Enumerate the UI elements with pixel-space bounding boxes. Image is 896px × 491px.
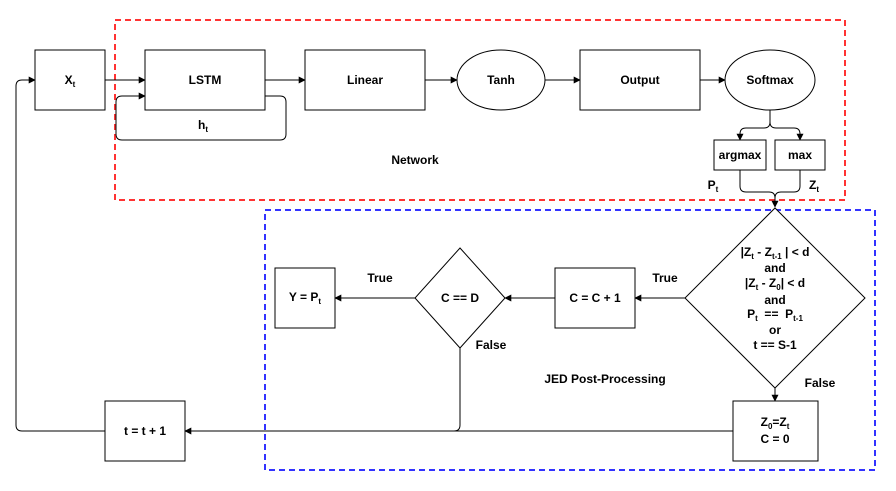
linear-node	[304, 49, 426, 111]
c-equals-d-label: C == D	[441, 291, 479, 305]
reset-node	[732, 400, 819, 462]
t-increment-node	[104, 400, 186, 462]
zt-label: Zt	[809, 178, 819, 194]
network-group-border	[114, 19, 846, 201]
cond-and-1: and	[764, 261, 785, 275]
argmax-label: argmax	[719, 148, 762, 162]
cond-line2: |Zt - Z0| < d	[745, 276, 805, 292]
reset-line1: Z0=Zt	[761, 415, 790, 431]
cond-line1: |Zt - Zt-1 | < d	[741, 245, 810, 261]
c-increment-node	[554, 267, 636, 329]
output-label: Output	[620, 73, 659, 87]
max-label: max	[788, 148, 812, 162]
cond-line3: Pt == Pt-1	[747, 307, 803, 323]
xt-node	[34, 49, 106, 111]
true-label-condition: True	[652, 271, 678, 285]
t-increment-label: t = t + 1	[124, 424, 166, 438]
pt-label: Pt	[708, 178, 719, 194]
xt-label: Xt	[65, 73, 76, 89]
edge-softmax-max	[769, 110, 804, 141]
cond-and-2: and	[764, 293, 785, 307]
false-label-condition: False	[805, 376, 836, 390]
lstm-label: LSTM	[189, 73, 222, 87]
network-title: Network	[391, 153, 439, 167]
edge-softmax-argmax	[736, 110, 771, 141]
edge-check-false	[453, 348, 461, 432]
edge-loop-back-to-xt	[15, 76, 105, 432]
linear-label: Linear	[347, 73, 383, 87]
softmax-label: Softmax	[746, 73, 794, 87]
c-increment-label: C = C + 1	[569, 291, 621, 305]
jed-group-border	[264, 209, 876, 471]
true-label-c-equals-d: True	[367, 271, 393, 285]
jed-title: JED Post-Processing	[544, 372, 665, 386]
tanh-label: Tanh	[487, 73, 515, 87]
cond-or: or	[769, 323, 781, 337]
edge-argmax-condition	[739, 170, 779, 208]
ht-label: ht	[198, 118, 208, 134]
edge-lstm-hidden-loop	[115, 92, 287, 141]
false-label-c-equals-d: False	[476, 338, 507, 352]
y-output-label: Y = Pt	[289, 290, 321, 306]
edge-max-condition	[774, 170, 801, 199]
y-output-node	[274, 267, 336, 329]
cond-line4: t == S-1	[753, 338, 797, 352]
reset-line2: C = 0	[760, 432, 789, 446]
